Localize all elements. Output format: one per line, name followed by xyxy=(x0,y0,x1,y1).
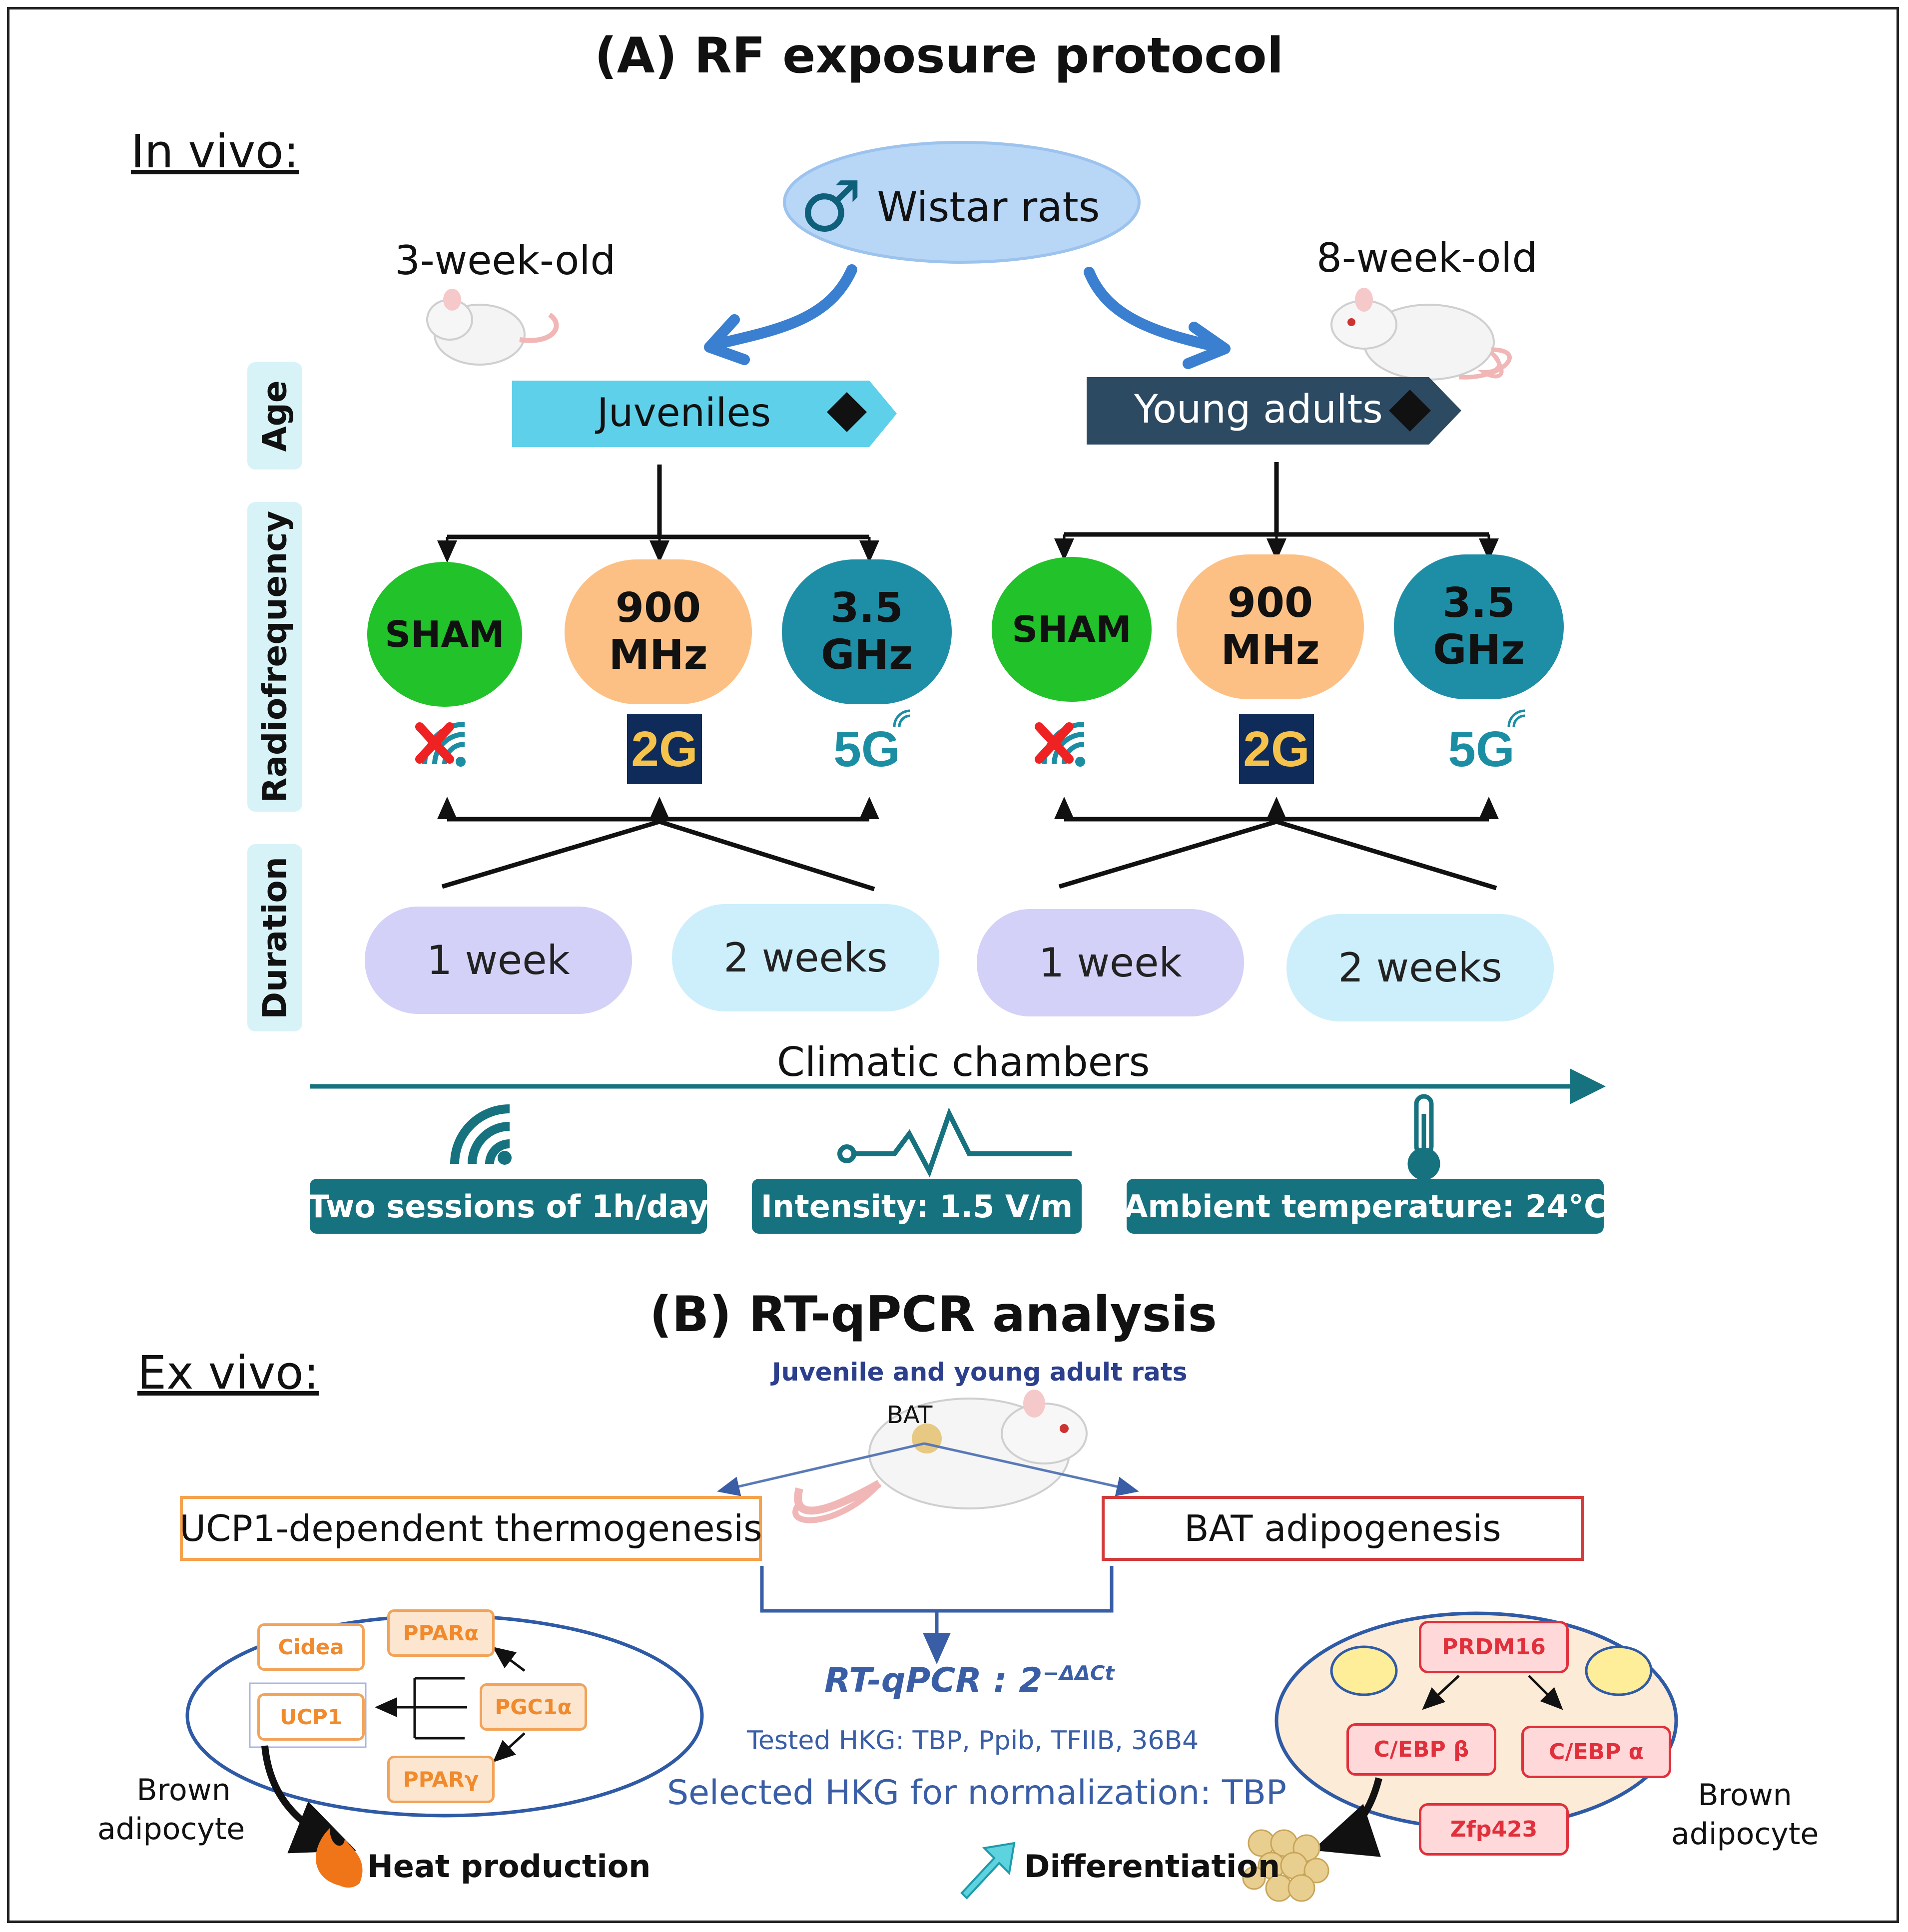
young-adults-label: Young adults xyxy=(1134,387,1383,432)
fire-icon xyxy=(316,1828,363,1888)
age-side-label: Age xyxy=(247,362,302,470)
no-signal-icon xyxy=(1035,722,1085,767)
cell-cluster-icon xyxy=(1242,1829,1329,1902)
duration-2-weeks-adult: 2 weeks xyxy=(1286,914,1554,1021)
gene-pparg: PPARγ xyxy=(387,1756,495,1803)
ex-vivo-label: Ex vivo: xyxy=(137,1346,319,1400)
2g-icon-bg xyxy=(1239,714,1314,784)
sessions-box: Two sessions of 1h/day xyxy=(308,1179,709,1234)
brown-adipocyte-line1: Brown xyxy=(1698,1778,1792,1813)
adult-rat-icon xyxy=(1330,288,1512,381)
no-signal-icon xyxy=(415,722,466,767)
2g-icon-bg xyxy=(627,714,702,784)
duration-2-weeks-juvenile: 2 weeks xyxy=(672,904,939,1011)
rtqpcr-method-exponent: −ΔΔCt xyxy=(1042,1662,1115,1685)
thermogenesis-box: UCP1-dependent thermogenesis xyxy=(179,1496,762,1561)
juvenile-age-label: 3-week-old xyxy=(395,237,616,284)
gene-pgc1a: PGC1α xyxy=(480,1683,587,1731)
differentiation-label: Differentiation xyxy=(1024,1848,1280,1885)
2g-icon: 2G xyxy=(631,721,698,777)
wistar-rats-ellipse xyxy=(783,141,1141,264)
juveniles-label: Juveniles xyxy=(597,391,771,436)
figure-frame xyxy=(7,7,1899,1923)
juvenile-rat-icon xyxy=(426,289,559,366)
duration-1-week-juvenile: 1 week xyxy=(365,907,632,1014)
tested-hkg-text: Tested HKG: TBP, Ppib, TFIIB, 36B4 xyxy=(747,1726,1199,1756)
rats-label: Juvenile and young adult rats xyxy=(772,1358,1188,1387)
brown-adipocyte-line1: Brown xyxy=(136,1773,231,1808)
2g-icon: 2G xyxy=(1243,721,1310,777)
adult-age-label: 8-week-old xyxy=(1316,235,1538,281)
brown-adipocyte-line2: adipocyte xyxy=(1671,1817,1819,1852)
sham-badge-juvenile: SHAM xyxy=(367,562,522,707)
up-arrow-icon xyxy=(960,1842,1016,1900)
bat-rat-icon xyxy=(792,1390,1088,1523)
young-adults-banner xyxy=(1087,377,1461,445)
male-symbol-icon: ♂ xyxy=(799,166,862,248)
gene-zfp423: Zfp423 xyxy=(1419,1803,1569,1856)
duration-side-label: Duration xyxy=(247,844,302,1031)
rtqpcr-method: RT-qPCR : 2−ΔΔCt xyxy=(824,1661,1114,1700)
rtqpcr-method-base: RT-qPCR : 2 xyxy=(824,1661,1043,1700)
bat-label: BAT xyxy=(887,1401,933,1429)
gene-cidea: Cidea xyxy=(257,1623,365,1671)
thermometer-icon xyxy=(1407,1094,1440,1180)
arrow-to-adults xyxy=(1084,267,1225,353)
brown-adipocyte-label-left: Brown adipocyte xyxy=(97,1771,245,1849)
gene-cebpa: C/EBP α xyxy=(1521,1726,1671,1778)
climatic-chambers-label: Climatic chambers xyxy=(777,1039,1150,1085)
brown-adipocyte-label-right: Brown adipocyte xyxy=(1671,1776,1819,1854)
arrow-to-juveniles xyxy=(709,264,857,350)
gene-ucp1: UCP1 xyxy=(257,1693,365,1741)
gene-cebpb: C/EBP β xyxy=(1346,1723,1496,1776)
wistar-rats-label: ♂ Wistar rats xyxy=(799,172,1100,242)
gene-ppara: PPARα xyxy=(387,1609,495,1657)
wistar-rats-text: Wistar rats xyxy=(877,183,1100,231)
selected-hkg-text: Selected HKG for normalization: TBP xyxy=(667,1773,1287,1813)
wifi-icon xyxy=(450,1104,512,1165)
duration-1-week-adult: 1 week xyxy=(977,909,1244,1016)
adipogenesis-box: BAT adipogenesis xyxy=(1102,1496,1584,1561)
5g-icon: 5G xyxy=(833,721,900,777)
waveform-icon xyxy=(837,1107,1072,1178)
gene-prdm16: PRDM16 xyxy=(1419,1621,1569,1673)
in-vivo-label: In vivo: xyxy=(131,125,299,178)
juveniles-banner xyxy=(512,381,897,447)
temperature-box: Ambient temperature: 24°C xyxy=(1124,1179,1607,1234)
5g-icon: 5G xyxy=(1448,721,1515,777)
heat-production-label: Heat production xyxy=(367,1848,651,1885)
sham-badge-adult: SHAM xyxy=(992,557,1152,702)
section-a-title: (A) RF exposure protocol xyxy=(595,27,1284,84)
brown-adipocyte-line2: adipocyte xyxy=(97,1812,245,1847)
radiofrequency-side-label: Radiofrequency xyxy=(247,502,302,812)
section-b-title: (B) RT-qPCR analysis xyxy=(649,1286,1217,1343)
intensity-box: Intensity: 1.5 V/m xyxy=(752,1179,1082,1234)
